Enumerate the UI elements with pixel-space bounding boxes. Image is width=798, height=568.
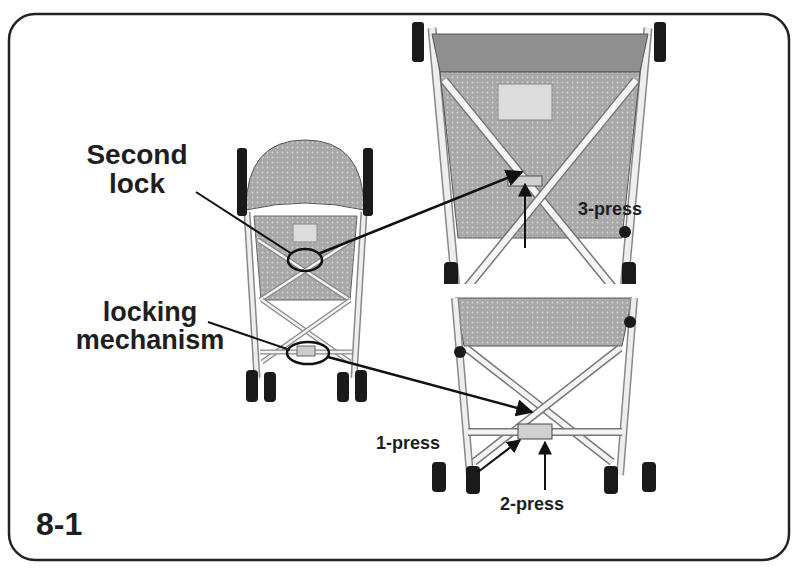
detail-second-lock — [412, 22, 424, 62]
detail-locking-mechanism — [466, 466, 480, 494]
stroller-front-view — [264, 372, 276, 402]
stroller-front-view — [363, 148, 373, 216]
stroller-front-view — [293, 224, 317, 242]
part-label: locking mechanism — [62, 298, 238, 355]
detail-locking-mechanism — [474, 348, 620, 462]
press-arrow — [544, 442, 546, 490]
stroller-front-view — [337, 372, 349, 402]
detail-locking-mechanism — [455, 298, 470, 475]
detail-locking-mechanism — [518, 424, 552, 439]
stroller-front-view — [246, 140, 364, 210]
detail-second-lock — [498, 84, 552, 120]
figure-number: 8-1 — [36, 508, 82, 542]
detail-second-lock — [444, 80, 615, 284]
detail-second-lock — [432, 34, 648, 72]
press-arrow — [478, 440, 520, 472]
detail-second-lock — [465, 80, 636, 284]
detail-second-lock — [444, 80, 615, 284]
stroller-front-view — [254, 216, 357, 300]
detail-locking-mechanism — [474, 348, 620, 462]
stroller-front-view — [260, 240, 352, 300]
detail-locking-mechanism — [432, 298, 656, 494]
leader-line — [196, 192, 292, 254]
detail-locking-mechanism — [454, 346, 466, 358]
detail-locking-mechanism — [624, 316, 636, 328]
leader-arrow — [328, 357, 532, 412]
step-label: 3-press — [578, 200, 642, 219]
detail-second-lock — [654, 22, 666, 62]
highlight-circle — [287, 342, 329, 364]
detail-locking-mechanism — [432, 462, 446, 492]
stroller-front-view — [355, 370, 367, 402]
step-label: 1-press — [376, 434, 440, 453]
detail-locking-mechanism — [642, 462, 656, 492]
detail-second-lock — [444, 262, 458, 284]
leader-arrow — [318, 172, 522, 254]
stroller-front-view — [237, 148, 247, 216]
press-arrow — [524, 184, 526, 248]
stroller-front-view — [260, 240, 352, 300]
detail-locking-mechanism — [455, 298, 470, 475]
detail-second-lock — [619, 226, 631, 238]
detail-second-lock — [622, 262, 636, 284]
stroller-front-view — [297, 346, 315, 356]
detail-locking-mechanism — [466, 348, 612, 462]
detail-second-lock — [412, 22, 666, 284]
detail-second-lock — [465, 80, 636, 284]
part-label: Second lock — [62, 140, 212, 199]
stroller-front-view — [246, 370, 258, 402]
detail-locking-mechanism — [455, 298, 632, 346]
detail-locking-mechanism — [466, 348, 612, 462]
detail-locking-mechanism — [604, 466, 618, 494]
step-label: 2-press — [500, 495, 564, 514]
highlight-circle — [288, 249, 322, 271]
figure-frame — [9, 14, 789, 560]
